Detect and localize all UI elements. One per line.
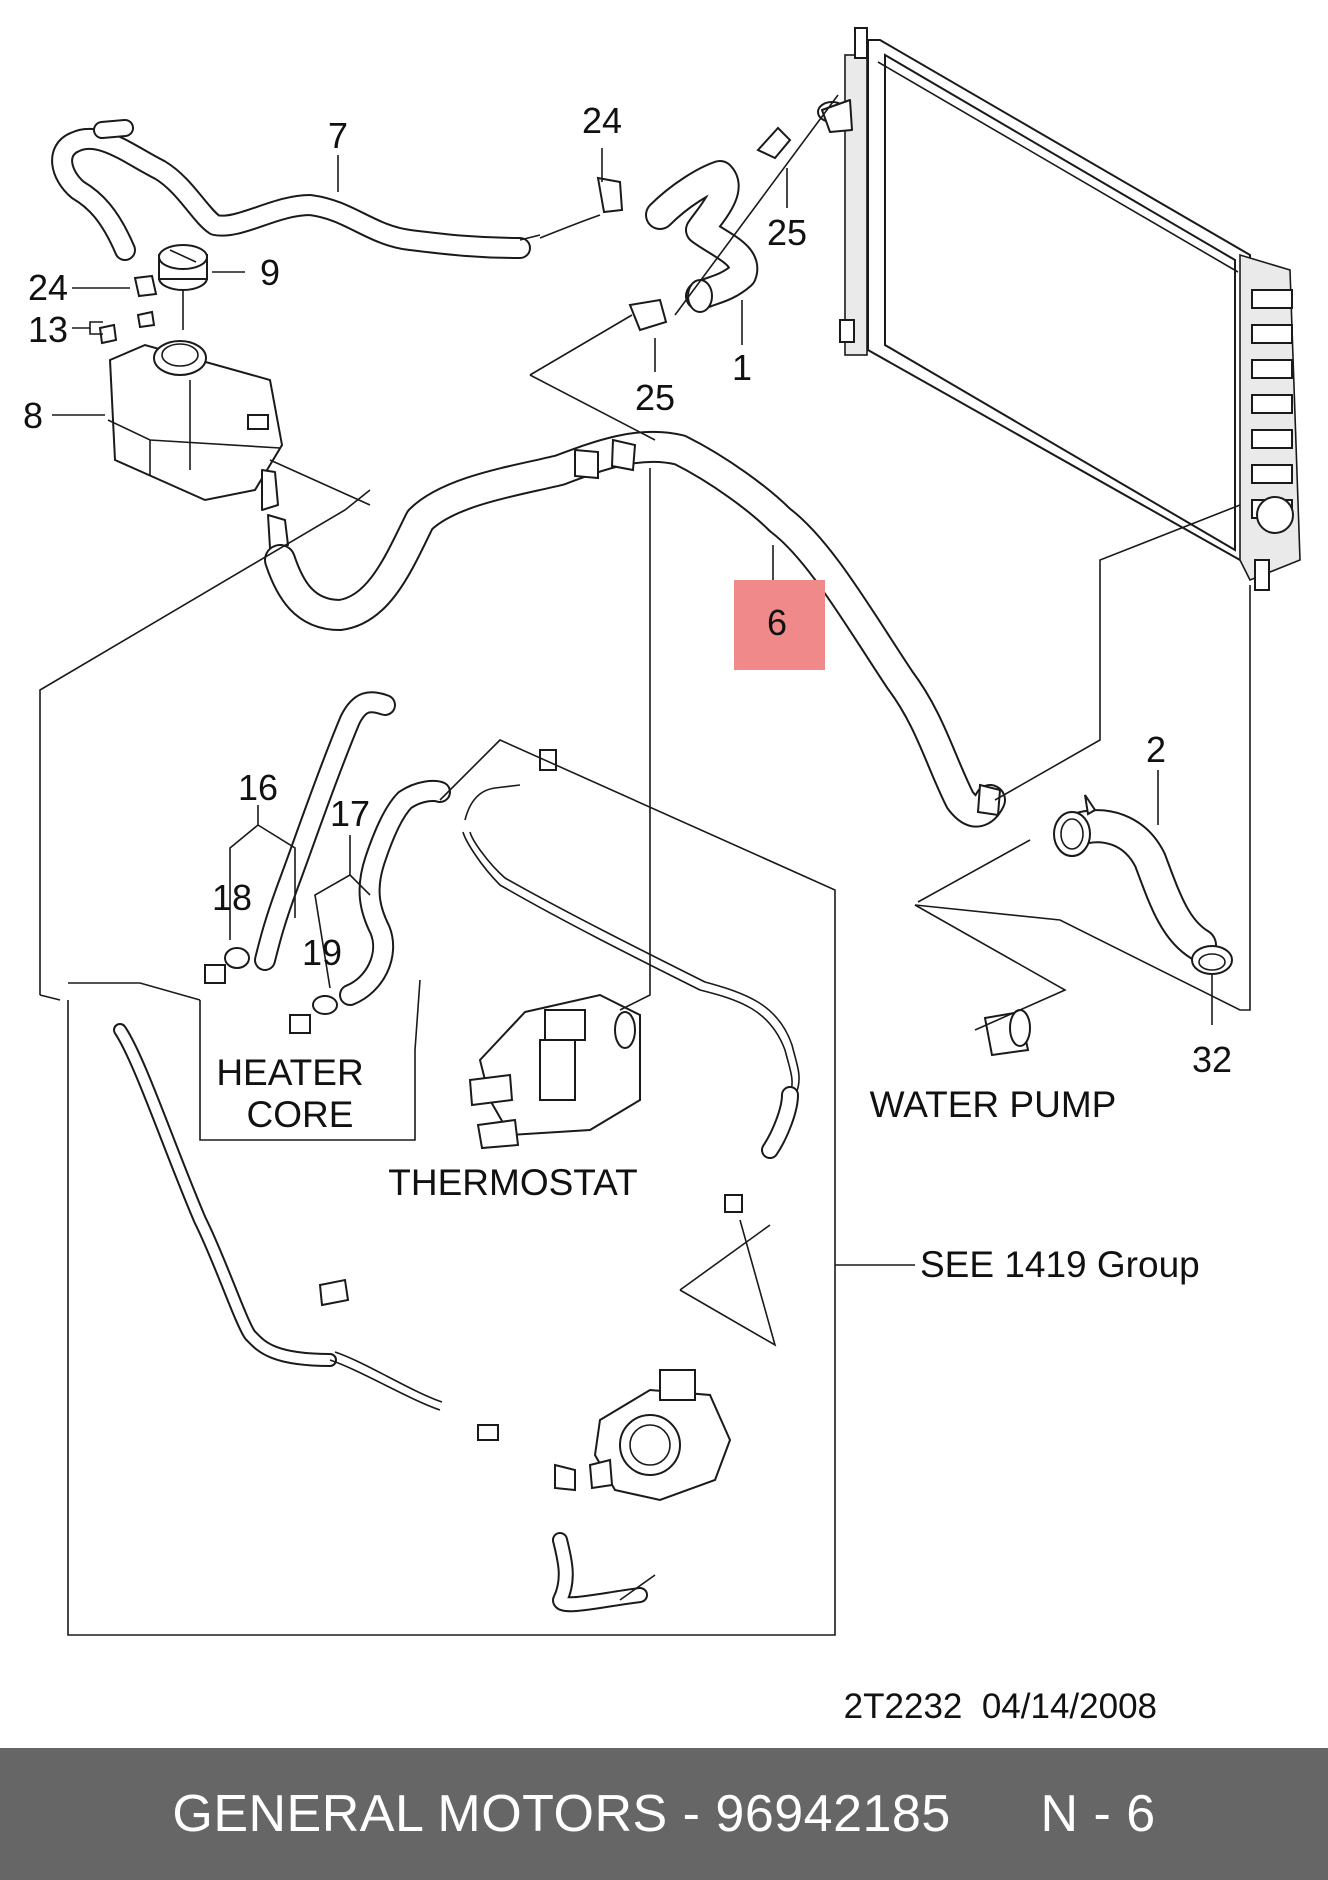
throttle-body xyxy=(588,1369,732,1502)
clip-fittings xyxy=(98,274,158,345)
label-part-25-mid: 25 xyxy=(635,377,675,418)
label-part-24-top: 24 xyxy=(582,100,622,141)
label-part-19: 19 xyxy=(302,932,342,973)
highlight-part-6 xyxy=(734,580,825,670)
label-part-2: 2 xyxy=(1146,729,1166,770)
drawing-reference: 2T2232 04/14/2008 xyxy=(844,1687,1157,1726)
group-outlines xyxy=(39,94,1251,1636)
label-part-24-left: 24 xyxy=(28,267,68,308)
clamp-18 xyxy=(224,947,250,969)
thermostat-label: THERMOSTAT xyxy=(388,1162,637,1203)
heater-core-label-line1: HEATER xyxy=(216,1052,363,1093)
label-part-13: 13 xyxy=(28,309,68,350)
hose-1 xyxy=(628,126,792,332)
clamp-32 xyxy=(1191,945,1233,975)
label-part-18: 18 xyxy=(212,877,252,918)
label-part-16: 16 xyxy=(238,767,278,808)
hose-16 xyxy=(254,691,396,971)
label-part-8: 8 xyxy=(23,395,43,436)
footer-bar: GENERAL MOTORS - 96942185 N - 6 xyxy=(0,1748,1328,1880)
label-part-6: 6 xyxy=(767,602,787,643)
part-labels: 7 24 25 9 24 13 8 1 25 6 2 16 17 18 19 3… xyxy=(23,100,1232,1080)
thermostat-line xyxy=(462,749,800,1213)
hose-6 xyxy=(264,430,1006,828)
surge-tank xyxy=(107,340,289,549)
hose-17 xyxy=(339,780,451,1006)
label-part-32: 32 xyxy=(1192,1039,1232,1080)
label-part-25-top: 25 xyxy=(767,212,807,253)
label-part-17: 17 xyxy=(330,793,370,834)
bypass-line xyxy=(113,1023,648,1613)
footer-text: GENERAL MOTORS - 96942185 N - 6 xyxy=(172,1785,1156,1843)
water-pump-fitting xyxy=(983,1009,1031,1057)
radiator xyxy=(817,27,1301,591)
see-group-label: SEE 1419 Group xyxy=(920,1244,1200,1285)
hose-2 xyxy=(1053,794,1217,962)
parts-diagram: 7 24 25 9 24 13 8 1 25 6 2 16 17 18 19 3… xyxy=(23,27,1301,1726)
clamp-19 xyxy=(312,995,338,1015)
label-part-7: 7 xyxy=(328,115,348,156)
heater-core-label-line2: CORE xyxy=(247,1094,354,1135)
group-labels: HEATER CORE THERMOSTAT WATER PUMP SEE 14… xyxy=(216,1052,1199,1285)
thermostat-housing xyxy=(468,993,641,1150)
hose-7 xyxy=(51,119,624,261)
heater-core-stubs xyxy=(204,964,311,1034)
label-part-1: 1 xyxy=(732,347,752,388)
radiator-cap xyxy=(158,244,208,330)
water-pump-label: WATER PUMP xyxy=(870,1084,1117,1125)
label-leaders xyxy=(52,148,1213,1025)
label-part-9: 9 xyxy=(260,252,280,293)
